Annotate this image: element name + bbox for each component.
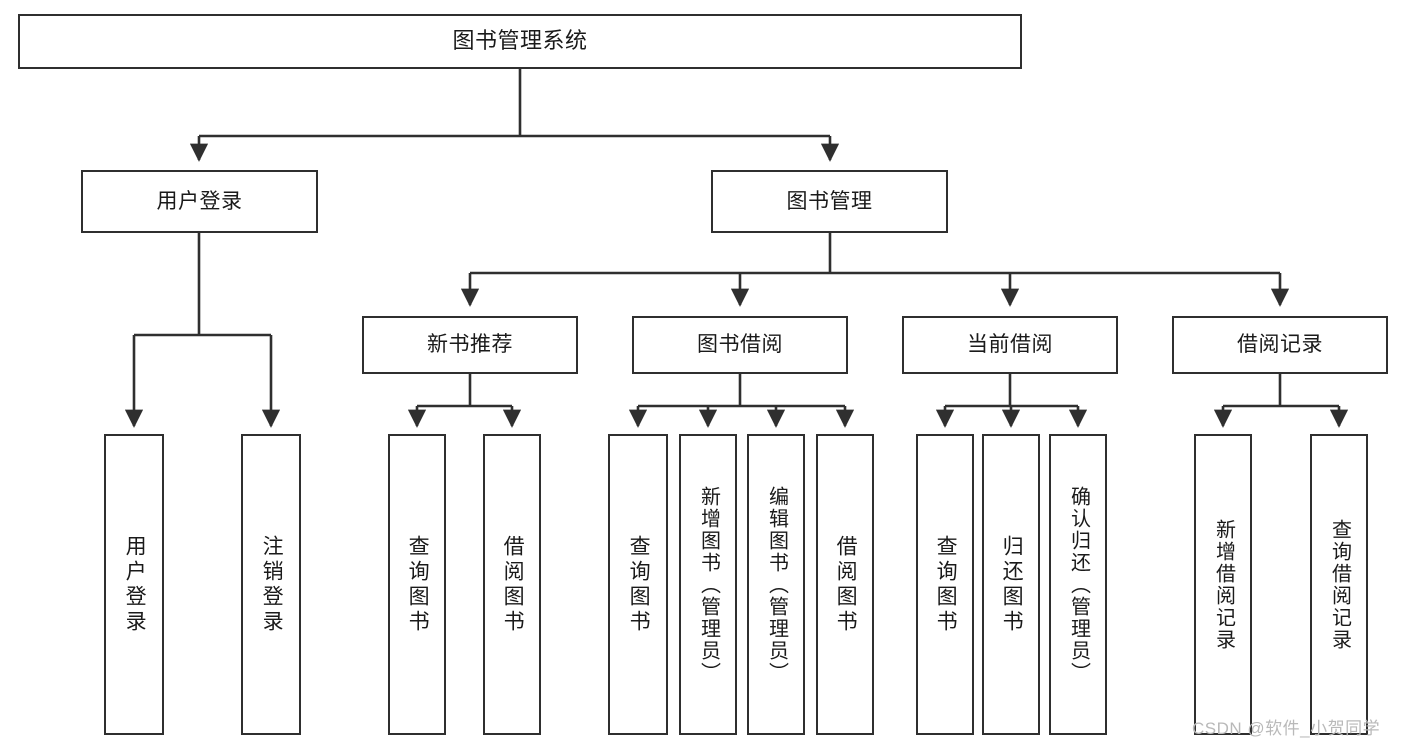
- leaf-add-book[interactable]: 新增图书（管理员）: [679, 434, 737, 735]
- leaf-return-book[interactable]: 归还图书: [982, 434, 1040, 735]
- leaf-user-login[interactable]: 用户登录: [104, 434, 164, 735]
- node-current-borrow[interactable]: 当前借阅: [902, 316, 1118, 374]
- leaf-query-book-2[interactable]: 查询图书: [608, 434, 668, 735]
- node-book-borrow[interactable]: 图书借阅: [632, 316, 848, 374]
- leaf-query-book-1[interactable]: 查询图书: [388, 434, 446, 735]
- leaf-query-record[interactable]: 查询借阅记录: [1310, 434, 1368, 735]
- leaf-query-book-3[interactable]: 查询图书: [916, 434, 974, 735]
- leaf-logout-login[interactable]: 注销登录: [241, 434, 301, 735]
- node-new-book-recommend[interactable]: 新书推荐: [362, 316, 578, 374]
- node-borrow-record[interactable]: 借阅记录: [1172, 316, 1388, 374]
- csdn-watermark: CSDN @软件_小贺同学: [1192, 719, 1381, 738]
- leaf-add-record[interactable]: 新增借阅记录: [1194, 434, 1252, 735]
- node-book-management[interactable]: 图书管理: [711, 170, 948, 233]
- node-user-login[interactable]: 用户登录: [81, 170, 318, 233]
- leaf-edit-book[interactable]: 编辑图书（管理员）: [747, 434, 805, 735]
- leaf-borrow-book-2[interactable]: 借阅图书: [816, 434, 874, 735]
- node-root-system[interactable]: 图书管理系统: [18, 14, 1022, 69]
- leaf-confirm-return[interactable]: 确认归还（管理员）: [1049, 434, 1107, 735]
- leaf-borrow-book-1[interactable]: 借阅图书: [483, 434, 541, 735]
